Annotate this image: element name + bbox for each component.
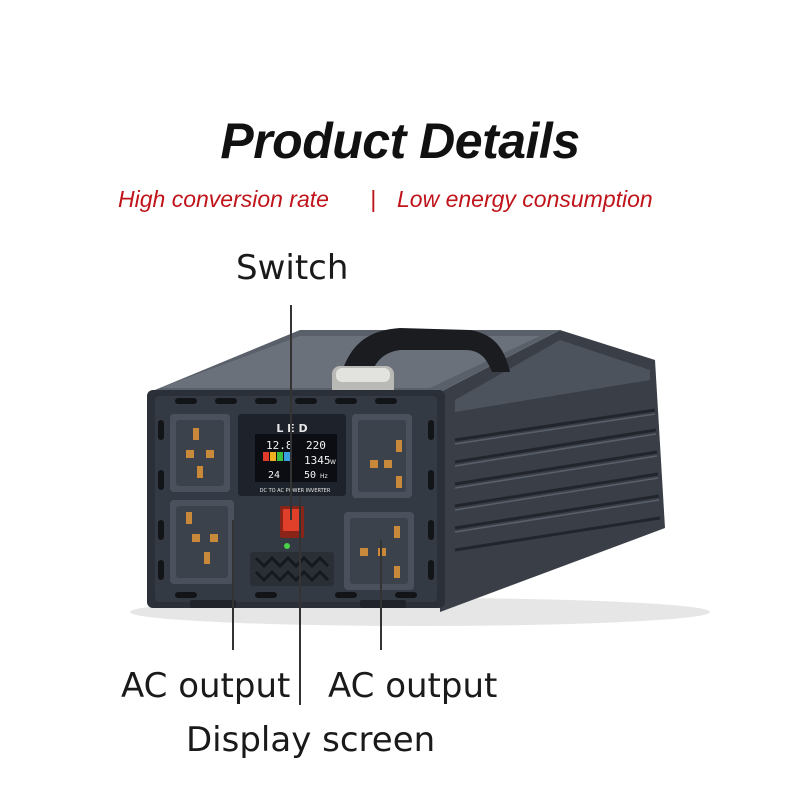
ac-socket-top-left [170, 414, 230, 492]
subtitle-right: Low energy consumption [397, 186, 653, 212]
output-voltage-readout: 220 [306, 439, 326, 452]
frequency-unit: Hz [320, 473, 328, 480]
callout-lines [232, 305, 382, 705]
subtitle-left: High conversion rate [118, 186, 329, 212]
power-unit: W [330, 459, 336, 466]
temperature-readout: 24 [268, 470, 280, 481]
input-voltage-readout: 12.8 [266, 439, 293, 452]
inverter-feet [190, 600, 406, 608]
callout-ac-output-right: AC output [328, 666, 498, 706]
power-readout: 1345 [304, 454, 331, 467]
battery-level-icon [263, 452, 290, 461]
page-title: Product Details [220, 113, 580, 169]
callout-ac-output-left: AC output [121, 666, 291, 706]
display-caption: DC TO AC POWER INVERTER [260, 488, 331, 494]
ac-socket-top-right [352, 414, 412, 498]
subtitle-separator: | [370, 186, 376, 212]
callout-display-screen: Display screen [186, 720, 436, 760]
status-led [284, 543, 290, 549]
callout-switch: Switch [236, 248, 349, 288]
frequency-readout: 50 [304, 470, 316, 481]
fan-vent [250, 552, 334, 586]
ac-socket-bottom-right [344, 512, 414, 590]
ac-socket-bottom-left [170, 500, 234, 584]
